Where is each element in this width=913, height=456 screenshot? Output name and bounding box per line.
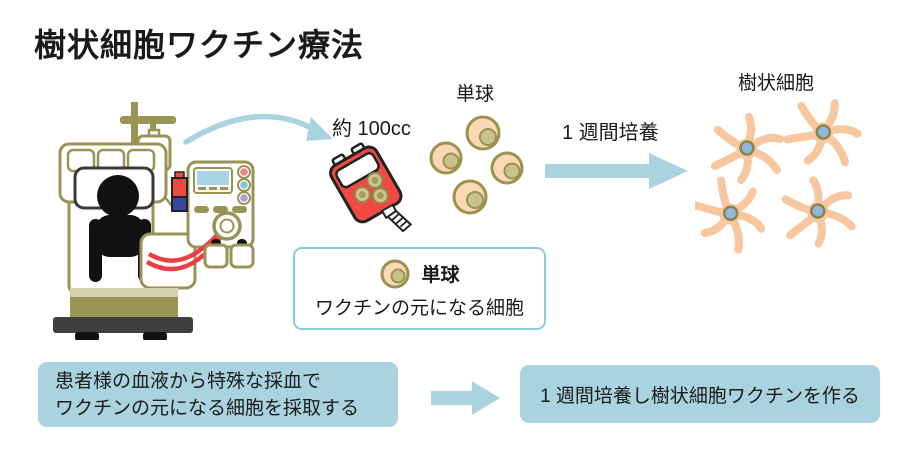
step-2-text: 1 週間培養し樹状細胞ワクチンを作る bbox=[540, 385, 860, 407]
page-title: 樹状細胞ワクチン療法 bbox=[34, 27, 365, 63]
legend-description: ワクチンの元になる細胞 bbox=[314, 297, 524, 319]
legend-row: 単球 bbox=[379, 258, 460, 290]
dendritic-cell-label: 樹状細胞 bbox=[738, 73, 815, 94]
dendritic-cells-icon bbox=[695, 95, 907, 257]
step-1-box: 患者様の血液から特殊な採血で ワクチンの元になる細胞を採取する bbox=[38, 362, 398, 427]
culture-arrow-icon bbox=[545, 153, 688, 189]
curved-arrow-icon bbox=[183, 113, 333, 145]
blood-amount-label: 約 100cc bbox=[332, 118, 411, 140]
flow-arrow-icon bbox=[431, 381, 500, 415]
step-2-box: 1 週間培養し樹状細胞ワクチンを作る bbox=[520, 365, 880, 423]
step-1-text-line1: 患者様の血液から特殊な採血で bbox=[55, 370, 322, 392]
monocyte-icon bbox=[380, 259, 410, 288]
monocyte-cells-icon bbox=[429, 115, 524, 215]
monocyte-label: 単球 bbox=[456, 84, 495, 105]
legend-box: 単球 ワクチンの元になる細胞 bbox=[293, 247, 546, 330]
blood-bag-icon bbox=[329, 142, 413, 233]
legend-cell-name: 単球 bbox=[421, 265, 460, 286]
patient-apheresis-illustration bbox=[53, 102, 255, 340]
culture-duration-label: 1 週間培養 bbox=[562, 122, 659, 144]
step-1-text-line2: ワクチンの元になる細胞を採取する bbox=[55, 397, 360, 419]
